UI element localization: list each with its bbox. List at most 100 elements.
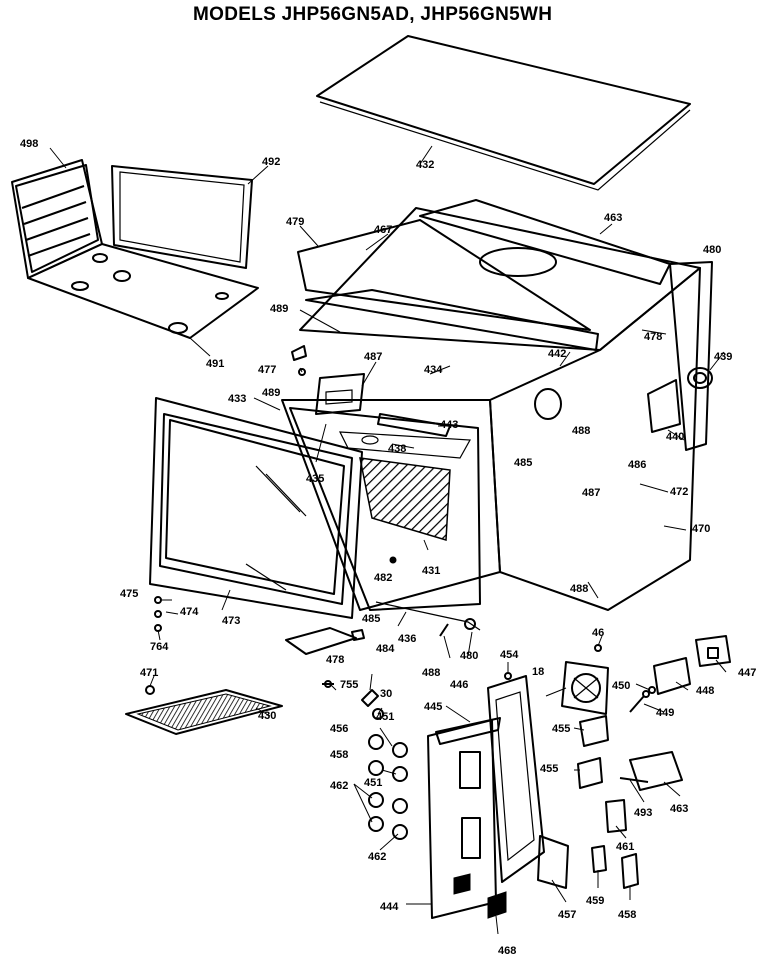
label-488b: 488 — [570, 583, 588, 595]
label-463b: 463 — [670, 803, 688, 815]
label-468: 468 — [498, 945, 516, 957]
label-448: 448 — [696, 685, 714, 697]
part-432-top-panel — [316, 35, 691, 191]
part-446-frame — [487, 675, 545, 883]
part-457-bracket — [537, 835, 569, 889]
label-435: 435 — [306, 473, 324, 485]
label-475: 475 — [120, 588, 138, 600]
part-436-gasket — [375, 601, 481, 637]
label-455: 455 — [552, 723, 570, 735]
label-487b: 487 — [582, 487, 600, 499]
label-434: 434 — [424, 364, 443, 376]
part-430-grille — [125, 685, 283, 735]
part-447-bracket — [695, 635, 731, 667]
label-455b: 455 — [540, 763, 558, 775]
part-498-side-panel — [11, 159, 103, 279]
label-480b: 480 — [460, 650, 478, 662]
label-485b: 485 — [362, 613, 380, 625]
label-492: 492 — [262, 156, 280, 168]
label-436: 436 — [398, 633, 416, 645]
label-440: 440 — [666, 431, 684, 443]
part-443-strip — [361, 413, 451, 445]
label-486: 486 — [628, 459, 646, 471]
part-461-component — [605, 799, 627, 833]
oven-cavity-assembly — [281, 199, 701, 611]
part-475-hinge — [154, 596, 162, 632]
part-448-bracket — [653, 657, 691, 695]
label-489b: 489 — [262, 387, 280, 399]
label-454: 454 — [500, 649, 519, 661]
label-433: 433 — [228, 393, 246, 405]
label-487: 487 — [364, 351, 382, 363]
label-457: 457 — [558, 909, 576, 921]
label-18: 18 — [532, 666, 544, 678]
label-491: 491 — [206, 358, 224, 370]
label-30: 30 — [380, 688, 392, 700]
part-477-screw — [291, 345, 307, 376]
label-480: 480 — [703, 244, 721, 256]
part-458-component — [621, 853, 639, 889]
label-489: 489 — [270, 303, 288, 315]
label-472: 472 — [670, 486, 688, 498]
part-18-fan — [561, 661, 609, 715]
part-455-switch — [577, 715, 609, 789]
label-478: 478 — [644, 331, 662, 343]
part-487-bracket — [315, 373, 365, 415]
label-482: 482 — [374, 572, 392, 584]
part-444-control-panel — [427, 717, 507, 919]
part-440-box — [647, 379, 681, 433]
label-449: 449 — [656, 707, 674, 719]
label-458: 458 — [330, 749, 348, 761]
diagram-title: MODELS JHP56GN5AD, JHP56GN5WH — [193, 4, 553, 25]
label-438: 438 — [388, 443, 406, 455]
label-451: 451 — [376, 711, 394, 723]
label-432: 432 — [416, 159, 434, 171]
label-430: 430 — [258, 710, 276, 722]
label-488c: 488 — [422, 667, 440, 679]
label-477: 477 — [258, 364, 276, 376]
label-458b: 458 — [618, 909, 636, 921]
label-470: 470 — [692, 523, 710, 535]
label-478b: 478 — [326, 654, 344, 666]
label-493: 493 — [634, 807, 652, 819]
label-467: 467 — [374, 224, 392, 236]
label-459: 459 — [586, 895, 604, 907]
part-454-clip — [504, 672, 512, 680]
part-463-relay — [619, 751, 683, 791]
label-755: 755 — [340, 679, 358, 691]
label-473: 473 — [222, 615, 240, 627]
label-471: 471 — [140, 667, 158, 679]
label-456: 456 — [330, 723, 348, 735]
part-labels: 498 492 432 463 479 467 480 489 491 477 … — [20, 138, 756, 957]
label-442: 442 — [548, 348, 566, 360]
label-474: 474 — [180, 606, 199, 618]
part-491-bottom-panel — [27, 243, 259, 339]
knobs-group — [368, 708, 408, 840]
label-462b: 462 — [368, 851, 386, 863]
part-492-panel — [111, 165, 253, 269]
label-450: 450 — [612, 680, 630, 692]
label-447: 447 — [738, 667, 756, 679]
label-451b: 451 — [364, 777, 382, 789]
part-479-shield — [297, 219, 599, 351]
label-484: 484 — [376, 643, 395, 655]
label-46: 46 — [592, 627, 604, 639]
label-431: 431 — [422, 565, 440, 577]
label-439: 439 — [714, 351, 732, 363]
label-446: 446 — [450, 679, 468, 691]
label-485: 485 — [514, 457, 532, 469]
label-445: 445 — [424, 701, 442, 713]
leader-lines — [49, 145, 727, 935]
part-439-fan — [687, 367, 713, 389]
label-488: 488 — [572, 425, 590, 437]
label-443: 443 — [440, 419, 458, 431]
part-755-screw — [322, 680, 334, 688]
label-479: 479 — [286, 216, 304, 228]
part-449-screw — [629, 690, 650, 713]
label-498: 498 — [20, 138, 38, 150]
label-462: 462 — [330, 780, 348, 792]
label-463: 463 — [604, 212, 622, 224]
part-459-component — [591, 845, 607, 873]
part-478-bracket — [285, 627, 365, 655]
